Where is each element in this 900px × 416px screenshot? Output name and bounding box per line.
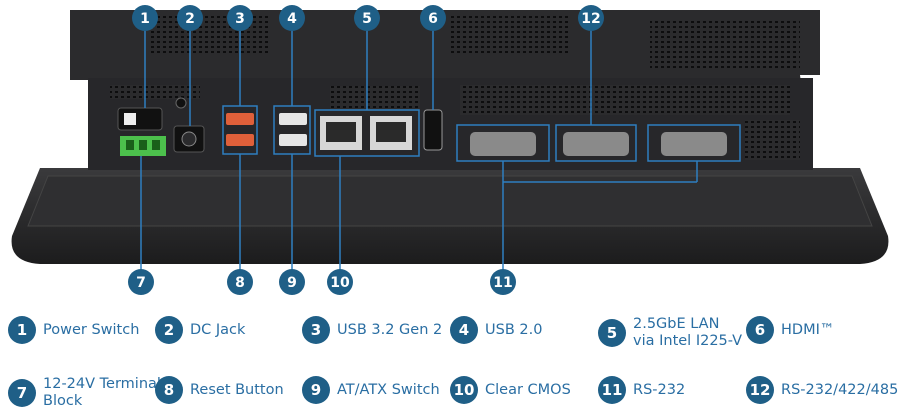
com2-highlight (555, 124, 637, 162)
svg-text:6: 6 (428, 11, 438, 27)
legend-item-2: 2 DC Jack (155, 316, 245, 344)
svg-text:7: 7 (136, 275, 146, 291)
com2-port (563, 132, 629, 156)
callout-1: 1 (132, 5, 158, 31)
legend-item-1: 1 Power Switch (8, 316, 139, 344)
legend-item-6: 6 HDMI™ (746, 316, 834, 344)
com3-highlight (647, 124, 741, 162)
legend-item-12: 12 RS-232/422/485 (746, 376, 898, 404)
legend-badge: 5 (598, 319, 626, 347)
legend-label: 12-24V Terminal Block (43, 376, 161, 409)
dc-jack-led (175, 97, 187, 109)
legend-badge: 6 (746, 316, 774, 344)
leader-lines (140, 28, 698, 270)
legend-item-9: 9 AT/ATX Switch (302, 376, 440, 404)
svg-text:4: 4 (287, 11, 297, 27)
top-vent-right (650, 18, 800, 68)
com3-port (661, 132, 727, 156)
svg-text:12: 12 (581, 11, 600, 27)
io-vent-right (745, 120, 800, 160)
legend-badge: 4 (450, 316, 478, 344)
callout-7: 7 (128, 269, 154, 295)
svg-text:10: 10 (330, 275, 350, 291)
legend-label: HDMI™ (781, 321, 835, 338)
svg-text:8: 8 (235, 275, 245, 291)
svg-text:5: 5 (362, 11, 372, 27)
callout-5: 5 (354, 5, 380, 31)
bezel-inner (27, 175, 873, 227)
callout-11: 11 (490, 269, 516, 295)
legend-badge: 8 (155, 376, 183, 404)
svg-text:2: 2 (185, 11, 195, 27)
legend-label: RS-232 (633, 381, 686, 398)
legend-badge: 11 (598, 376, 626, 404)
top-vent-mid (450, 14, 570, 54)
legend-label: Reset Button (190, 381, 284, 398)
legend-label: USB 2.0 (485, 321, 543, 338)
legend-item-4: 4 USB 2.0 (450, 316, 542, 344)
io-vent-top (460, 85, 790, 115)
legend-badge: 3 (302, 316, 330, 344)
svg-text:9: 9 (287, 275, 297, 291)
legend-label: USB 3.2 Gen 2 (337, 321, 443, 338)
callout-12: 12 (578, 5, 604, 31)
svg-text:1: 1 (140, 11, 150, 27)
legend-label: DC Jack (190, 321, 246, 338)
usb20-port-bottom (279, 134, 307, 146)
legend-label: 2.5GbE LAN via Intel I225-V (633, 316, 743, 349)
callout-4: 4 (279, 5, 305, 31)
legend-label: Power Switch (43, 321, 140, 338)
svg-text:11: 11 (493, 275, 512, 291)
legend-item-3: 3 USB 3.2 Gen 2 (302, 316, 442, 344)
legend-badge: 10 (450, 376, 478, 404)
callout-2: 2 (177, 5, 203, 31)
legend-item-10: 10 Clear CMOS (450, 376, 571, 404)
callout-8: 8 (227, 269, 253, 295)
legend-item-11: 11 RS-232 (598, 376, 685, 404)
legend-badge: 2 (155, 316, 183, 344)
legend-item-8: 8 Reset Button (155, 376, 284, 404)
legend-badge: 9 (302, 376, 330, 404)
callout-6: 6 (420, 5, 446, 31)
legend-label: Clear CMOS (485, 381, 571, 398)
legend-badge: 1 (8, 316, 36, 344)
io-vent-left (110, 85, 200, 99)
svg-text:3: 3 (235, 11, 245, 27)
power-switch-toggle (124, 113, 136, 125)
callout-3: 3 (227, 5, 253, 31)
legend-label: AT/ATX Switch (337, 381, 440, 398)
legend-label: RS-232/422/485 (781, 381, 899, 398)
legend-badge: 7 (8, 379, 36, 407)
usb32-port-top (226, 113, 254, 125)
usb20-port-top (279, 113, 307, 125)
usb32-port-bottom (226, 134, 254, 146)
callout-10: 10 (327, 269, 353, 295)
legend-badge: 12 (746, 376, 774, 404)
io-vent-lan (330, 86, 420, 111)
hdmi-port (423, 109, 443, 151)
com1-port (470, 132, 536, 156)
callout-9: 9 (279, 269, 305, 295)
